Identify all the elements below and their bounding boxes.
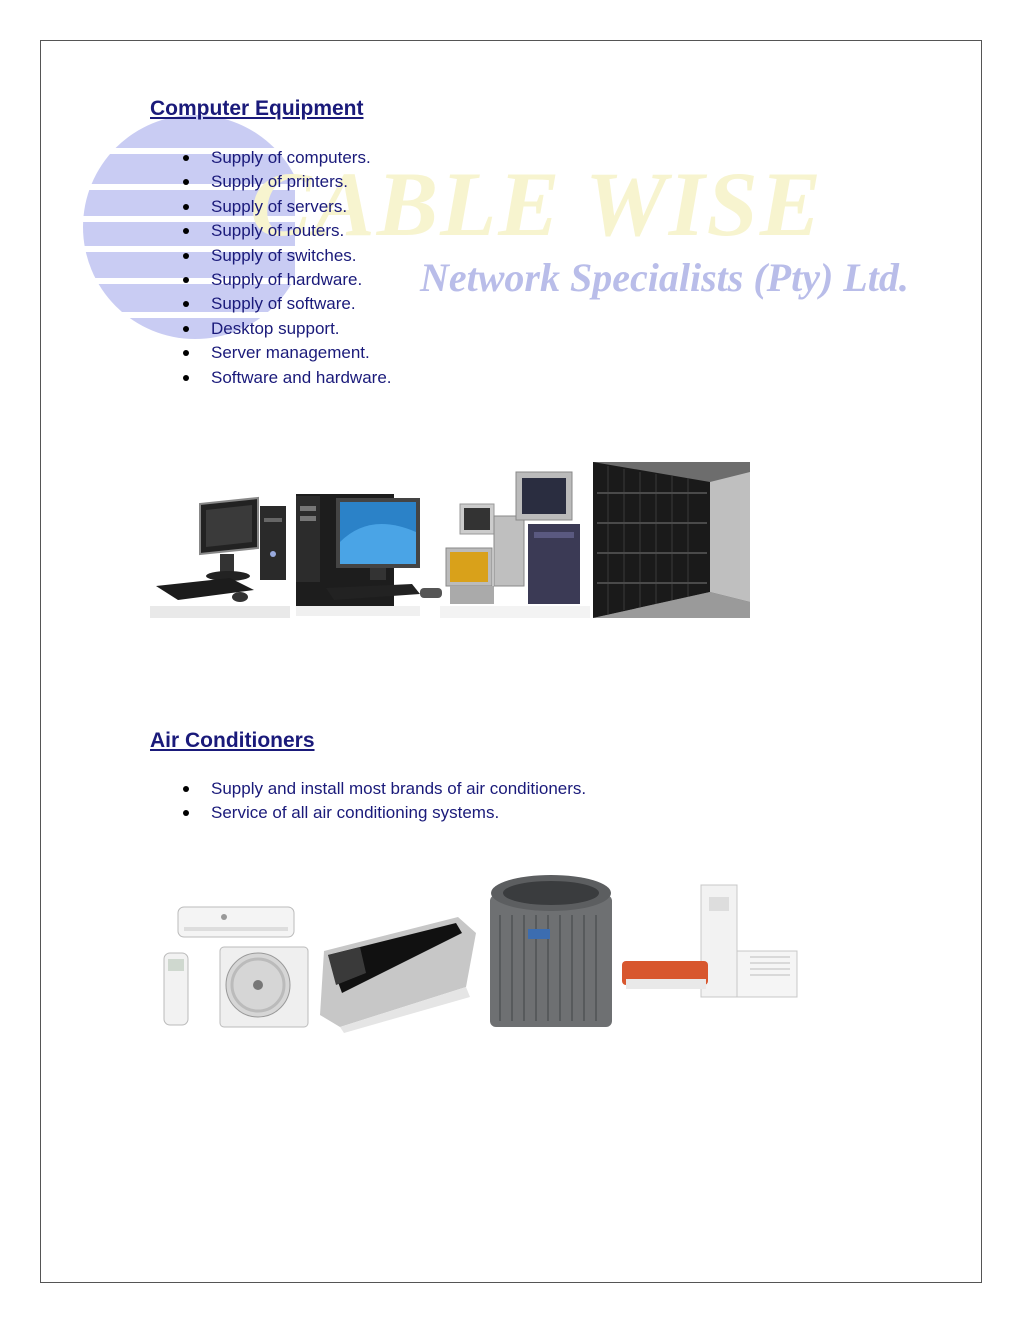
watermark-company-name: CABLE WISE [250, 153, 824, 255]
watermark-company-subtitle: Network Specialists (Pty) Ltd. [420, 255, 909, 300]
list-item: Service of all air conditioning systems. [150, 801, 586, 825]
split-air-conditioner-image [163, 906, 309, 1028]
computer-equipment-images [150, 462, 750, 618]
section-heading-computer-equipment: Computer Equipment [150, 97, 364, 120]
outdoor-condenser-unit-image [490, 875, 612, 1027]
list-item: Supply and install most brands of air co… [150, 777, 586, 801]
wall-air-conditioner-image [320, 917, 476, 1033]
server-room-image [593, 462, 750, 618]
list-item: Desktop support. [150, 317, 392, 341]
desktop-computer-image [296, 494, 420, 616]
workstation-computers-image [420, 462, 590, 618]
list-item: Supply of computers. [150, 146, 392, 170]
list-item: Supply of switches. [150, 244, 392, 268]
list-item: Supply of printers. [150, 170, 392, 194]
air-conditioner-images [160, 875, 805, 1033]
section-heading-air-conditioners: Air Conditioners [150, 729, 315, 752]
floor-and-window-air-conditioner-image [622, 884, 798, 998]
air-conditioners-list: Supply and install most brands of air co… [150, 777, 586, 826]
watermark-globe-logo [83, 115, 295, 339]
computer-equipment-list: Supply of computers. Supply of printers.… [150, 146, 392, 390]
list-item: Supply of hardware. [150, 268, 392, 292]
list-item: Supply of servers. [150, 195, 392, 219]
page-border [40, 40, 982, 1283]
list-item: Software and hardware. [150, 366, 392, 390]
list-item: Server management. [150, 341, 392, 365]
list-item: Supply of software. [150, 292, 392, 316]
list-item: Supply of routers. [150, 219, 392, 243]
